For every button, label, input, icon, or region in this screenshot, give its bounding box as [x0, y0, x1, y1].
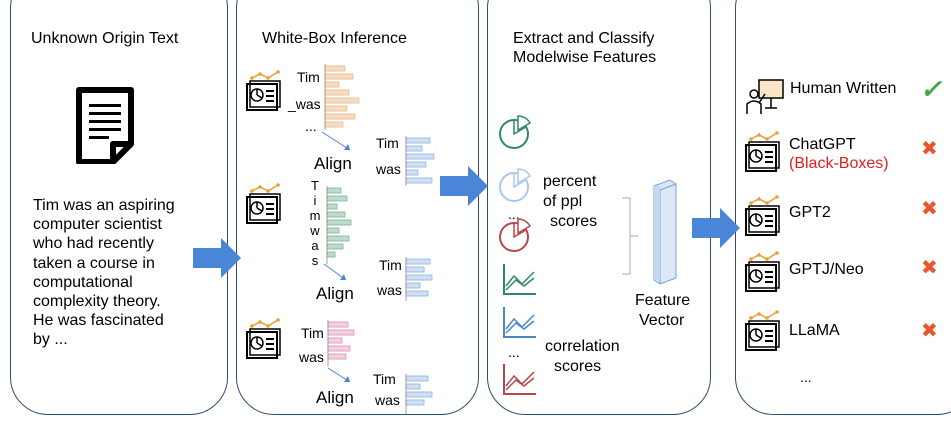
probability-bars	[326, 186, 352, 264]
model-icon	[745, 195, 780, 236]
panel-title: Unknown Origin Text	[31, 30, 179, 47]
feature-label: percent	[543, 173, 597, 190]
ellipsis: ...	[305, 118, 317, 134]
align-label: Align	[314, 154, 352, 173]
feature-label: of ppl	[543, 193, 583, 210]
feature-vector-label: Vector	[639, 312, 685, 329]
char-tokens: T i m w a s	[309, 178, 321, 268]
output-token: Tim	[373, 371, 396, 387]
class-label-chatgpt: ChatGPT	[789, 136, 856, 153]
class-label-gpt2: GPT2	[789, 204, 831, 221]
model-icon	[745, 131, 780, 172]
aligned-bars	[405, 136, 435, 186]
pie-chart-icon	[499, 115, 532, 149]
check-icon: ✓	[920, 74, 942, 104]
model-icon	[246, 70, 281, 111]
ellipsis: ...	[508, 206, 520, 222]
arrow-right-icon	[692, 208, 740, 248]
output-token: was	[375, 392, 400, 408]
feature-label: scores	[554, 358, 602, 375]
arrow-right-icon	[193, 238, 241, 278]
output-token: was	[376, 161, 401, 177]
bracket-icon	[622, 197, 638, 275]
class-label-human: Human Written	[790, 80, 897, 97]
human-presenter-icon	[746, 79, 784, 114]
align-arrow	[321, 131, 351, 151]
output-token: Tim	[376, 135, 399, 151]
token-label: Tim	[301, 325, 324, 341]
align-arrow	[323, 263, 347, 281]
feature-label: scores	[550, 213, 598, 230]
pie-chart-icon	[499, 218, 532, 252]
line-chart-icon	[503, 307, 536, 338]
panel-title: Modelwise Features	[513, 49, 657, 66]
panel-title: Extract and Classify	[513, 30, 655, 47]
token-label: Tim	[297, 69, 320, 85]
probability-bars	[327, 320, 355, 366]
align-arrow	[327, 367, 351, 383]
class-label-llama: LLaMA	[789, 322, 840, 339]
model-icon	[246, 318, 281, 359]
cross-icon: ✖	[921, 198, 938, 220]
arrow-right-icon	[440, 166, 488, 206]
token-label: _was	[288, 96, 321, 112]
probability-bars	[324, 64, 360, 130]
aligned-bars	[405, 374, 433, 414]
align-label: Align	[316, 388, 354, 407]
ellipsis: ...	[508, 344, 520, 360]
class-label-gptj-neo: GPTJ/Neo	[789, 261, 864, 278]
black-box-label: (Black-Boxes)	[789, 155, 889, 172]
line-chart-icon	[503, 364, 536, 395]
ellipsis: ...	[800, 369, 812, 385]
panel-input-text	[10, 0, 228, 415]
pie-chart-icon	[499, 168, 532, 202]
model-icon	[246, 183, 281, 224]
line-chart-icon	[503, 264, 536, 295]
cross-icon: ✖	[921, 138, 938, 160]
output-token: was	[377, 282, 402, 298]
output-token: Tim	[379, 257, 402, 273]
align-label: Align	[316, 284, 354, 303]
panel-title: White-Box Inference	[262, 30, 407, 47]
model-icon	[745, 310, 780, 351]
input-text-body: Tim was an aspiring computer scientist w…	[33, 197, 175, 349]
model-icon	[745, 251, 780, 292]
feature-vector-label: Feature	[635, 292, 691, 309]
aligned-bars	[405, 257, 433, 301]
cross-icon: ✖	[921, 257, 938, 279]
document-icon	[76, 87, 134, 164]
cross-icon: ✖	[921, 320, 938, 342]
token-label: was	[299, 349, 324, 365]
feature-vector-icon	[653, 179, 677, 285]
feature-label: correlation	[545, 338, 620, 355]
